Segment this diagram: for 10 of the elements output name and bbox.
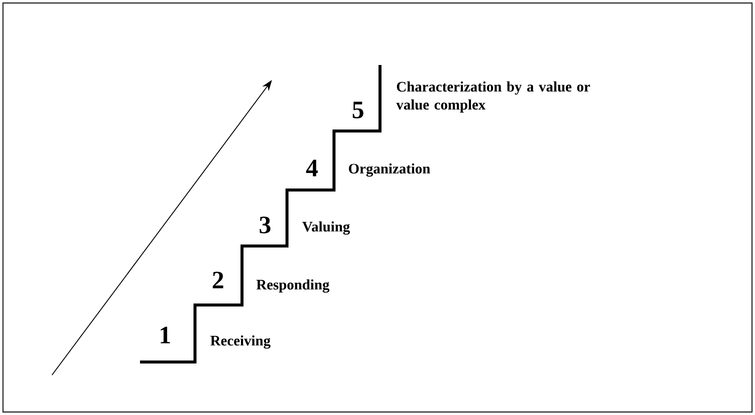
step-label: Organization <box>348 163 430 177</box>
step-number: 2 <box>212 272 224 288</box>
step-number: 4 <box>306 160 318 176</box>
step-number: 1 <box>160 326 170 344</box>
step-number: 3 <box>260 216 270 234</box>
step-number: 5 <box>352 102 364 118</box>
step-label: Valuing <box>302 221 350 235</box>
step-label: Characterization by a value or value complex <box>396 81 590 113</box>
step-label: Responding <box>256 279 330 293</box>
step-label: Receiving <box>210 335 270 349</box>
